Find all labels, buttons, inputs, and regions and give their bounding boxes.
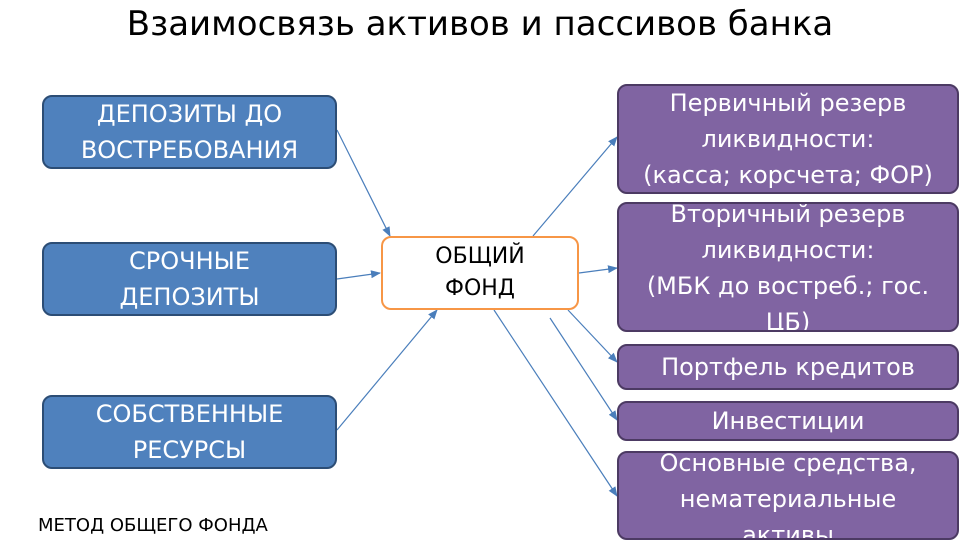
box-label-line: Инвестиции [711,407,865,435]
box-demand-deposits: ДЕПОЗИТЫ ДО ВОСТРЕБОВАНИЯ [42,95,337,169]
box-label-line: ДЕПОЗИТЫ ДО [96,100,283,128]
box-label-line: Портфель кредитов [661,353,915,381]
box-fixed-intangible-assets: Основные средства, нематериальные активы [617,451,959,540]
box-loan-portfolio: Портфель кредитов [617,344,959,390]
arrow-fund-to-primary-reserve [532,136,618,237]
box-label-line: Вторичный резерв [670,202,906,228]
box-label-line: (касса; корсчета; ФОР) [643,161,933,189]
box-label-line: (МБК до востреб.; гос. [646,272,930,300]
box-label-line: ликвидности: [701,125,875,153]
arrow-fund-to-loan-portfolio [567,309,618,363]
box-label-line: нематериальные [679,485,897,513]
box-label-line: активы [742,521,834,540]
arrow-term-deposits-to-fund [336,270,381,280]
slide-title: Взаимосвязь активов и пассивов банка [126,4,834,44]
box-label-line: СОБСТВЕННЫЕ [95,400,284,428]
box-primary-liquidity-reserve: Первичный резерв ликвидности: (касса; ко… [617,84,959,194]
box-label-line: РЕСУРСЫ [132,436,247,464]
box-label-line: ВОСТРЕБОВАНИЯ [80,136,299,164]
arrow-fund-to-fixed-assets [493,309,618,497]
box-label-line: ликвидности: [701,236,875,264]
box-label-line: СРОЧНЫЕ [129,247,250,275]
box-term-deposits: СРОЧНЫЕ ДЕПОЗИТЫ [42,242,337,316]
arrow-demand-deposits-to-fund [336,129,391,237]
box-label-line: ФОНД [445,276,515,301]
arrow-own-resources-to-fund [336,309,438,431]
box-label-line: Первичный резерв [669,89,907,117]
arrow-fund-to-investments [549,317,618,421]
box-label-line: ОБЩИЙ [435,244,525,269]
box-label-line: ЦБ) [765,308,811,332]
box-secondary-liquidity-reserve: Вторичный резерв ликвидности: (МБК до во… [617,202,959,332]
box-label-line: Основные средства, [659,451,917,477]
box-investments: Инвестиции [617,401,959,441]
box-general-fund: ОБЩИЙ ФОНД [381,236,579,310]
method-caption: МЕТОД ОБЩЕГО ФОНДА [38,515,268,536]
box-label-line: ДЕПОЗИТЫ [119,283,260,311]
box-own-resources: СОБСТВЕННЫЕ РЕСУРСЫ [42,395,337,469]
arrow-fund-to-secondary-reserve [578,265,618,274]
